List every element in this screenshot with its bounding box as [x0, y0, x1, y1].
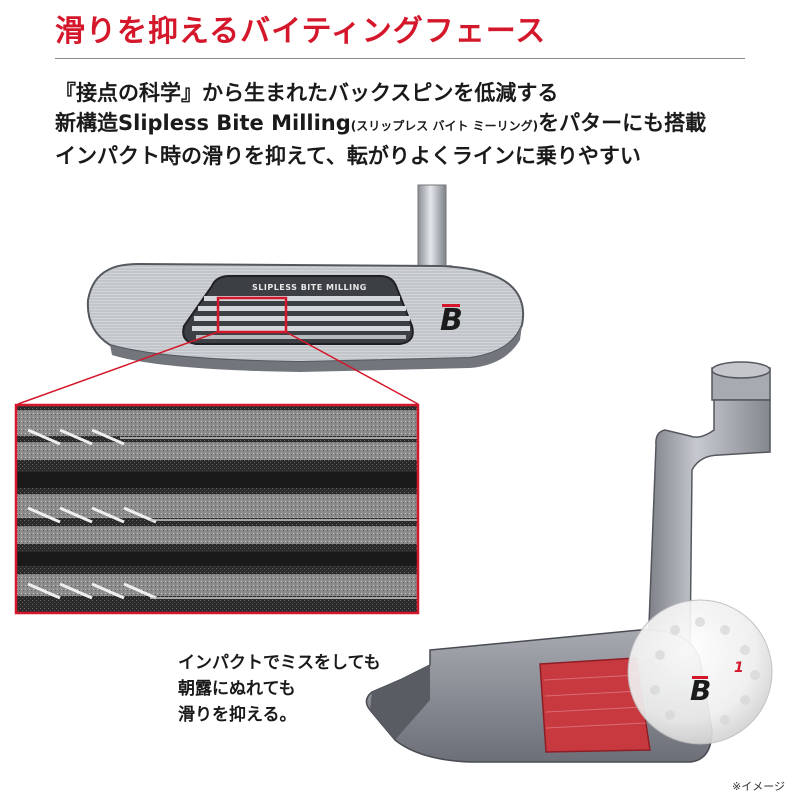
closeup-frame	[14, 403, 420, 615]
ball-brand-emblem: B	[690, 674, 711, 707]
callout-line-1: インパクトでミスをしても	[178, 653, 381, 673]
closeup-highlights	[120, 437, 418, 599]
putter-side-view	[365, 361, 771, 763]
putter-head-sole	[110, 325, 522, 372]
face-insert	[539, 657, 651, 753]
milling-label: SLIPLESS BITE MILLING	[252, 283, 367, 292]
description-line-1: 『接点の科学』から生まれたバックスピンを低減する	[55, 81, 559, 105]
golf-ball: B 1	[627, 599, 773, 745]
ball-dimples	[650, 617, 760, 725]
description-line-2-tail: をパターにも搭載	[538, 111, 707, 135]
zoom-highlight	[216, 296, 288, 334]
headline-divider	[55, 58, 745, 59]
description-line-2-main: 新構造Slipless Bite Milling	[55, 111, 351, 135]
description-line-3: インパクト時の滑りを抑えて、転がりよくラインに乗りやすい	[55, 144, 641, 168]
callout-line-2: 朝露にぬれても	[178, 679, 296, 699]
face-insert-grooves	[543, 674, 647, 729]
closeup-chevrons	[27, 428, 157, 600]
putter-face-view: SLIPLESS BITE MILLING B	[86, 184, 525, 372]
milling-grooves	[192, 296, 410, 339]
callout-text: インパクトでミスをしても 朝露にぬれても 滑りを抑える。	[178, 650, 381, 728]
milling-closeup	[14, 403, 420, 615]
zoom-connector-left	[17, 331, 219, 405]
description-line-2-reading: (スリップレス バイト ミーリング)	[350, 119, 539, 133]
callout-line-3: 滑りを抑える。	[178, 705, 297, 725]
description-line-2: 新構造Slipless Bite Milling(スリップレス バイト ミーリン…	[55, 108, 775, 141]
brand-emblem: B	[440, 303, 463, 338]
headline: 滑りを抑えるバイティングフェース	[55, 14, 547, 49]
putter-head-back	[370, 665, 430, 740]
image-footnote: ※イメージ	[732, 780, 785, 793]
ball-number: 1	[734, 660, 744, 676]
zoom-connector-right	[285, 331, 419, 405]
brand-emblem-accent	[442, 304, 460, 307]
putter-neck	[647, 399, 771, 653]
description: 『接点の科学』から生まれたバックスピンを低減する 新構造Slipless Bit…	[55, 78, 775, 171]
